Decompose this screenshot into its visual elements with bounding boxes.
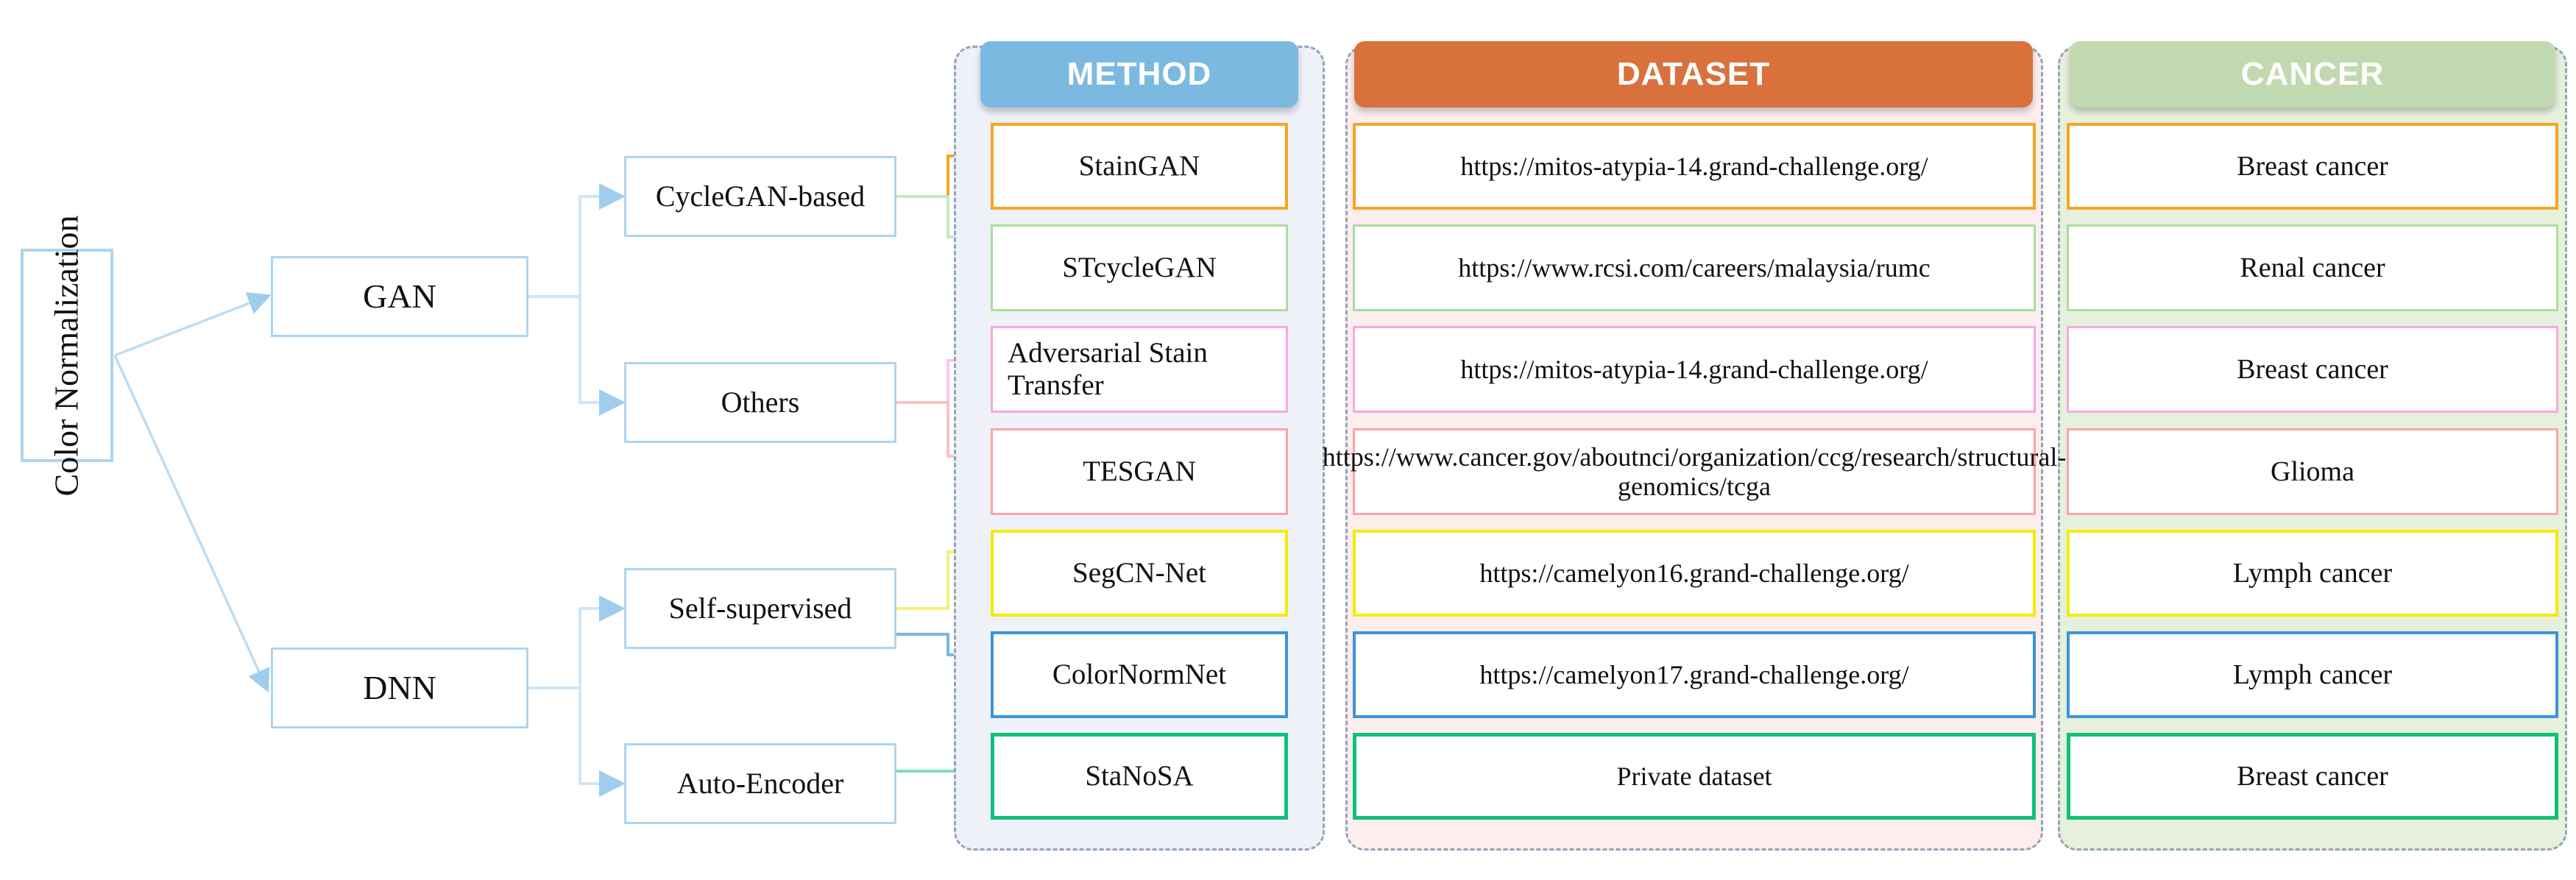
cancer-cell[interactable]: Breast cancer bbox=[2067, 123, 2558, 210]
method-cell[interactable]: StaNoSA bbox=[991, 733, 1288, 820]
node-label: Auto-Encoder bbox=[676, 767, 844, 800]
method-cell[interactable]: SegCN-Net bbox=[991, 530, 1288, 617]
dataset-cell-label: https://mitos-atypia-14.grand-challenge.… bbox=[1460, 354, 1928, 384]
node-label: DNN bbox=[363, 668, 436, 706]
dataset-cell[interactable]: https://mitos-atypia-14.grand-challenge.… bbox=[1353, 326, 2036, 413]
cancer-cell[interactable]: Glioma bbox=[2067, 428, 2558, 515]
method-cell[interactable]: STcycleGAN bbox=[991, 224, 1288, 311]
dataset-cell-label: https://mitos-atypia-14.grand-challenge.… bbox=[1460, 151, 1928, 181]
method-cell[interactable]: StainGAN bbox=[991, 123, 1288, 210]
dataset-cell-label: https://camelyon16.grand-challenge.org/ bbox=[1479, 558, 1909, 588]
method-cell-label: StaNoSA bbox=[1085, 760, 1194, 792]
cancer-cell[interactable]: Lymph cancer bbox=[2067, 631, 2558, 718]
node-label: Others bbox=[721, 386, 800, 419]
node-cyclegan-based[interactable]: CycleGAN-based bbox=[624, 156, 896, 237]
method-cell-label: StainGAN bbox=[1078, 150, 1200, 182]
method-cell-label: TESGAN bbox=[1083, 455, 1196, 488]
method-column-header: METHOD bbox=[980, 41, 1298, 107]
node-dnn[interactable]: DNN bbox=[271, 647, 528, 728]
cancer-cell-label: Lymph cancer bbox=[2232, 659, 2393, 690]
dataset-cell-label: https://www.rcsi.com/careers/malaysia/ru… bbox=[1458, 252, 1931, 283]
dataset-cell[interactable]: https://mitos-atypia-14.grand-challenge.… bbox=[1353, 123, 2036, 210]
dataset-cell-label: https://www.cancer.gov/aboutnci/organiza… bbox=[1322, 441, 2067, 501]
cancer-cell-label: Renal cancer bbox=[2240, 252, 2385, 283]
dataset-cell[interactable]: https://camelyon16.grand-challenge.org/ bbox=[1353, 530, 2036, 617]
cancer-cell[interactable]: Breast cancer bbox=[2067, 733, 2558, 820]
method-cell-label: SegCN-Net bbox=[1072, 557, 1206, 589]
cancer-cell-label: Breast cancer bbox=[2237, 353, 2388, 385]
cancer-cell[interactable]: Breast cancer bbox=[2067, 326, 2558, 413]
method-cell-label: ColorNormNet bbox=[1052, 659, 1227, 691]
method-cell-label: Adversarial Stain Transfer bbox=[1008, 337, 1208, 401]
node-label: Self-supervised bbox=[668, 592, 852, 625]
dataset-cell-label: https://camelyon17.grand-challenge.org/ bbox=[1479, 659, 1909, 689]
dataset-cell[interactable]: https://www.cancer.gov/aboutnci/organiza… bbox=[1323, 428, 2066, 515]
cancer-cell-label: Lymph cancer bbox=[2232, 557, 2393, 589]
node-self-supervised[interactable]: Self-supervised bbox=[624, 568, 896, 649]
cancer-cell-label: Glioma bbox=[2271, 455, 2354, 487]
node-label: Color Normalization bbox=[47, 215, 85, 496]
dataset-cell-label: Private dataset bbox=[1616, 761, 1772, 791]
cancer-cell-label: Breast cancer bbox=[2237, 150, 2388, 182]
dataset-column-header: DATASET bbox=[1354, 41, 2033, 107]
node-gan[interactable]: GAN bbox=[271, 256, 528, 337]
node-label: GAN bbox=[363, 277, 436, 315]
node-others[interactable]: Others bbox=[624, 362, 896, 443]
node-label: CycleGAN-based bbox=[655, 180, 866, 213]
cancer-cell-label: Breast cancer bbox=[2237, 760, 2388, 792]
dataset-cell[interactable]: https://camelyon17.grand-challenge.org/ bbox=[1353, 631, 2036, 718]
method-cell[interactable]: TESGAN bbox=[991, 428, 1288, 515]
node-color-normalization[interactable]: Color Normalization bbox=[21, 215, 113, 496]
dataset-cell[interactable]: Private dataset bbox=[1353, 733, 2036, 820]
method-cell[interactable]: ColorNormNet bbox=[991, 631, 1288, 718]
cancer-column-header: CANCER bbox=[2070, 41, 2555, 107]
cancer-cell[interactable]: Renal cancer bbox=[2067, 224, 2558, 311]
dataset-cell[interactable]: https://www.rcsi.com/careers/malaysia/ru… bbox=[1353, 224, 2036, 311]
method-cell[interactable]: Adversarial Stain Transfer bbox=[991, 326, 1288, 413]
cancer-cell[interactable]: Lymph cancer bbox=[2067, 530, 2558, 617]
node-auto-encoder[interactable]: Auto-Encoder bbox=[624, 743, 896, 824]
method-cell-label: STcycleGAN bbox=[1062, 252, 1217, 284]
